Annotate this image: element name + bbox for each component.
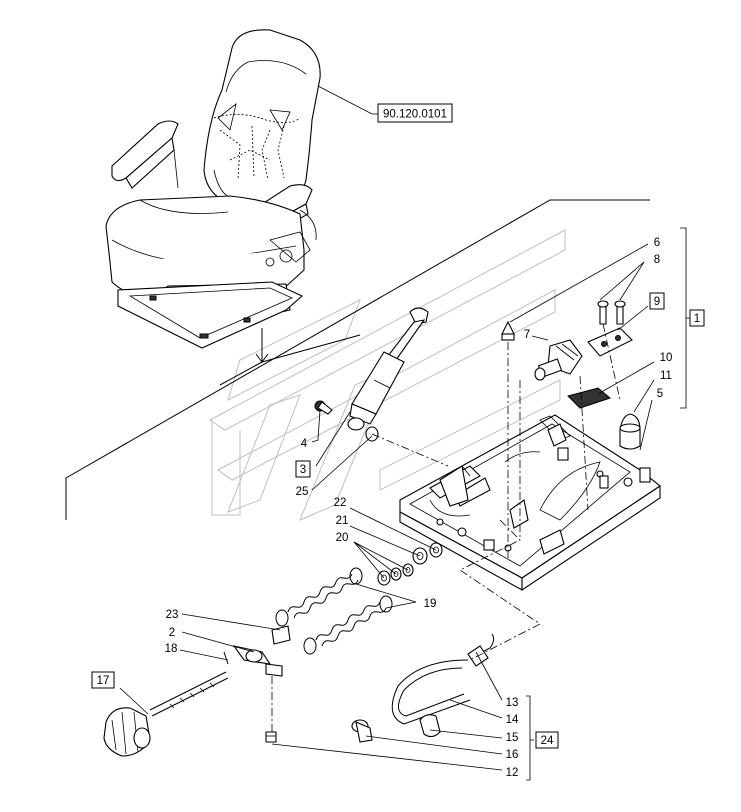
svg-text:24: 24 [541,735,554,747]
reference-label[interactable]: 90.120.0101 [377,103,453,123]
section-outline [65,199,650,520]
bump-stop-part-11 [619,413,641,450]
callout-8[interactable]: 8 [654,254,660,266]
callout-5[interactable]: 5 [657,388,663,400]
callout-18[interactable]: 18 [165,643,178,655]
plate-part-9 [587,327,633,357]
callout-9[interactable]: 9 [649,292,665,310]
screw-part-4 [314,400,333,415]
reference-text: 90.120.0101 [383,109,447,121]
callout-16[interactable]: 16 [506,749,519,761]
callout-13[interactable]: 13 [506,697,519,709]
callout-6[interactable]: 6 [654,237,660,249]
callout-1[interactable]: 1 [689,309,705,327]
assembly-axes [271,323,621,732]
cable-assembly-part-24 [351,633,495,743]
svg-text:17: 17 [97,675,110,687]
callout-15[interactable]: 15 [506,732,519,744]
callout-11[interactable]: 11 [660,370,672,382]
knob-part-17 [103,671,229,757]
callout-7[interactable]: 7 [524,329,530,341]
callout-10[interactable]: 10 [660,352,673,364]
callout-3[interactable]: 3 [295,460,311,478]
leader-lines [119,85,690,781]
callout-23[interactable]: 23 [166,609,179,621]
bolts-part-8 [597,300,626,325]
svg-text:9: 9 [654,296,660,308]
svg-text:1: 1 [694,313,700,325]
callout-4[interactable]: 4 [301,438,308,450]
seat-assembly [105,29,321,349]
callout-22[interactable]: 22 [334,497,347,509]
callout-14[interactable]: 14 [506,714,519,726]
washers-part-20-21-22 [377,542,443,586]
callout-12[interactable]: 12 [506,767,519,779]
lever-parts-2-18-23 [223,625,291,677]
callout-25[interactable]: 25 [296,486,309,498]
shock-absorber [347,307,429,442]
callout-17[interactable]: 17 [91,671,115,689]
screw-part-12 [265,731,277,743]
svg-text:3: 3 [300,464,306,476]
pin-part-6 [501,320,515,341]
callout-20[interactable]: 20 [336,532,349,544]
callout-19[interactable]: 19 [424,598,437,610]
callout-24[interactable]: 24 [535,731,559,749]
bracket-part-7 [534,339,583,381]
callout-21[interactable]: 21 [336,515,349,527]
springs-part-19 [275,567,393,655]
callout-2[interactable]: 2 [169,627,175,639]
seat-base-frame [399,414,661,592]
